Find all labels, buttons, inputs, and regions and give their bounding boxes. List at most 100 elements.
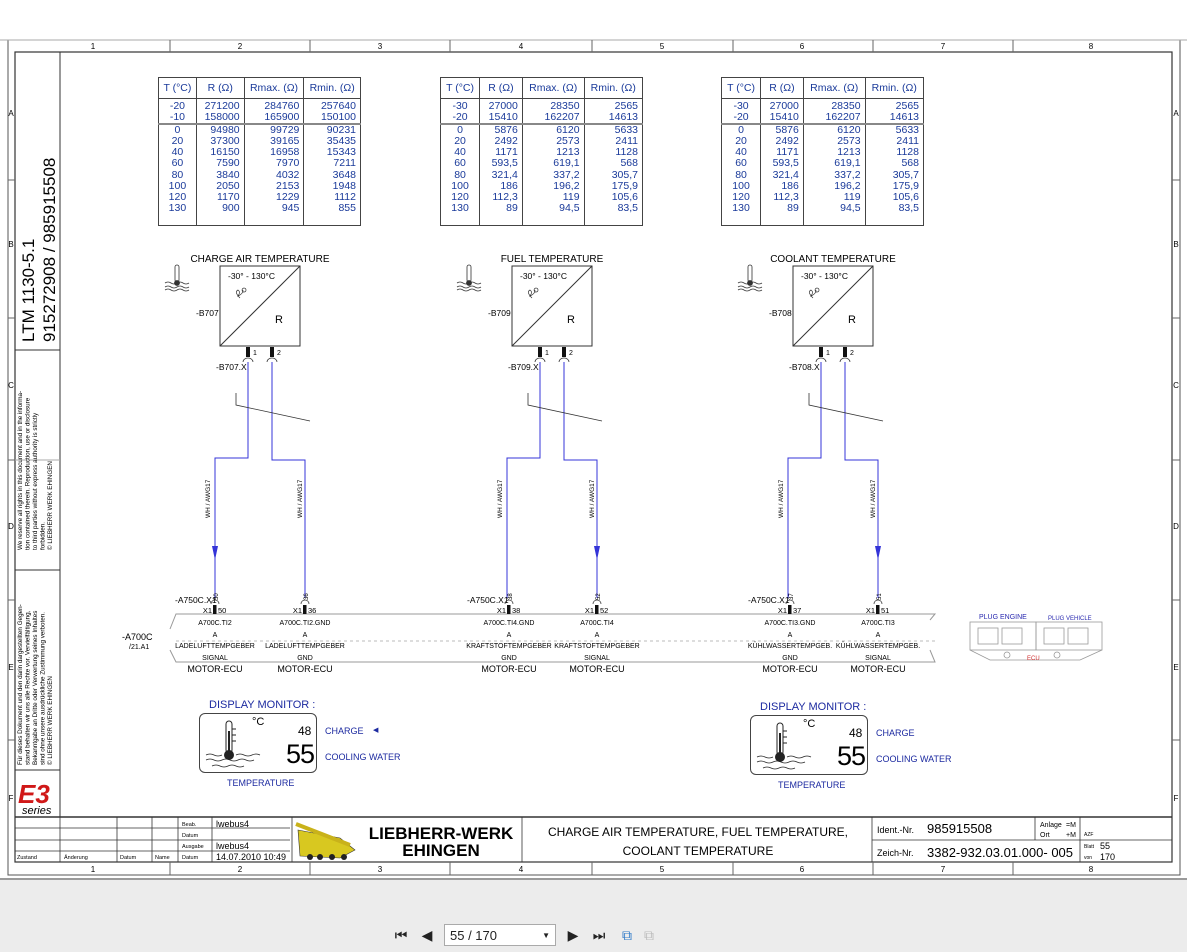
svg-text:SIGNAL: SIGNAL	[865, 655, 891, 662]
table-cell: 60	[720, 158, 762, 170]
table-cell: 305,7	[583, 169, 644, 181]
svg-text:LADELUFTTEMPGEBER: LADELUFTTEMPGEBER	[175, 643, 255, 650]
sensor-plug-id: -B708.X	[789, 362, 820, 372]
column-label: 5	[660, 865, 665, 874]
connector-label: -A750C.X1	[175, 595, 217, 605]
table-cell: 80	[158, 169, 197, 181]
revision-header: Änderung	[64, 854, 88, 861]
table-header: T (°C)R (Ω)Rmax. (Ω)Rmin. (Ω)	[158, 77, 361, 99]
table-cell: 39165	[243, 136, 305, 148]
cable-shield	[808, 393, 884, 422]
svg-text:A700C.TI2: A700C.TI2	[198, 620, 232, 627]
page-number-select[interactable]: 55 / 170 ▼	[444, 924, 556, 946]
table-cell: 94,5	[802, 203, 866, 215]
display-title: DISPLAY MONITOR :	[209, 699, 316, 711]
wire	[787, 362, 822, 598]
svg-text:-30° - 130°C: -30° - 130°C	[520, 271, 567, 281]
svg-text:SIGNAL: SIGNAL	[584, 655, 610, 662]
svg-text:A: A	[788, 632, 793, 639]
table-cell: 150100	[303, 112, 361, 124]
fit-page-button[interactable]: ⧉	[616, 924, 638, 946]
svg-text:37: 37	[789, 593, 795, 600]
svg-text:Zeich-Nr.: Zeich-Nr.	[877, 848, 914, 858]
cooling-water-label: COOLING WATER	[325, 752, 401, 762]
table-cell: 15410	[479, 112, 523, 124]
row-label: B	[8, 240, 13, 249]
svg-text:GND: GND	[501, 655, 517, 662]
e3-series-logo: E3 series	[18, 779, 52, 817]
plug-ecu-label: ECU	[1027, 656, 1040, 662]
thermometer-icon	[737, 264, 763, 292]
next-page-button[interactable]: ▶	[562, 924, 584, 946]
sensor-symbol-icon	[809, 287, 820, 299]
table-cell: 16958	[243, 147, 305, 159]
row-label: E	[1173, 663, 1178, 672]
svg-text:A: A	[876, 632, 881, 639]
svg-text:52: 52	[596, 593, 602, 600]
column-header: Rmax. (Ω)	[802, 77, 866, 99]
table-cell: 0	[439, 123, 481, 136]
svg-text:A700C.TI3: A700C.TI3	[861, 620, 895, 627]
table-cell: 60	[439, 158, 481, 170]
table-cell: 120	[720, 191, 762, 204]
cable-shield	[527, 393, 603, 422]
row-label: D	[1173, 522, 1179, 531]
row-label: D	[8, 522, 14, 531]
sensor-plug-id: -B707.X	[216, 362, 247, 372]
table-cell: 2153	[243, 180, 305, 192]
svg-text:Blatt: Blatt	[1084, 844, 1095, 850]
table-cell: 2565	[864, 98, 925, 112]
previous-page-button[interactable]: ◀	[416, 924, 438, 946]
svg-text:series: series	[22, 805, 52, 817]
plug-engine-label: PLUG ENGINE	[979, 614, 1027, 621]
first-page-button[interactable]: ⏮	[390, 924, 412, 946]
two-page-button[interactable]: ⧉	[638, 924, 660, 946]
document-numbers: 915272908 / 985915508	[40, 158, 59, 342]
table-cell: 568	[583, 158, 644, 170]
last-page-button[interactable]: ⏭	[588, 924, 610, 946]
sensor-group: FUEL TEMPERATURE-30° - 130°CR-B709-B709.…	[456, 254, 604, 605]
revision-header: Zustand	[17, 855, 37, 861]
table-cell: 568	[864, 158, 925, 170]
table-cell: 2411	[864, 136, 925, 148]
ecu-name: MOTOR-ECU	[569, 664, 624, 674]
svg-text:1: 1	[545, 350, 549, 357]
copyright-german: Für dieses Dokument und den darin darges…	[17, 604, 54, 765]
connector-label: -A750C.X1	[467, 595, 509, 605]
table-cell: 89	[479, 203, 523, 215]
table-cell: 20	[720, 136, 762, 148]
page-indicator: 55 / 170	[450, 927, 497, 943]
svg-text:38: 38	[512, 606, 520, 615]
beab-value: lwebus4	[216, 819, 249, 829]
svg-text:forbidden.: forbidden.	[40, 522, 47, 550]
column-header: T (°C)	[158, 77, 197, 99]
svg-text:stand behalten wir uns alle Re: stand behalten wir uns alle Rechte vor. …	[25, 610, 32, 765]
table-cell: 5633	[583, 123, 644, 136]
table-cell: 80	[720, 169, 762, 181]
svg-text:X1: X1	[585, 606, 594, 615]
table-cell: 855	[303, 203, 361, 215]
table-cell: 305,7	[864, 169, 925, 181]
drawing-title-line1: CHARGE AIR TEMPERATURE, FUEL TEMPERATURE…	[548, 825, 848, 839]
display-title: DISPLAY MONITOR :	[760, 701, 867, 713]
wire	[844, 362, 879, 598]
column-header: Rmin. (Ω)	[303, 77, 361, 99]
svg-text:37: 37	[793, 606, 801, 615]
thermometer-icon	[456, 264, 482, 292]
table-cell: 83,5	[864, 203, 925, 215]
